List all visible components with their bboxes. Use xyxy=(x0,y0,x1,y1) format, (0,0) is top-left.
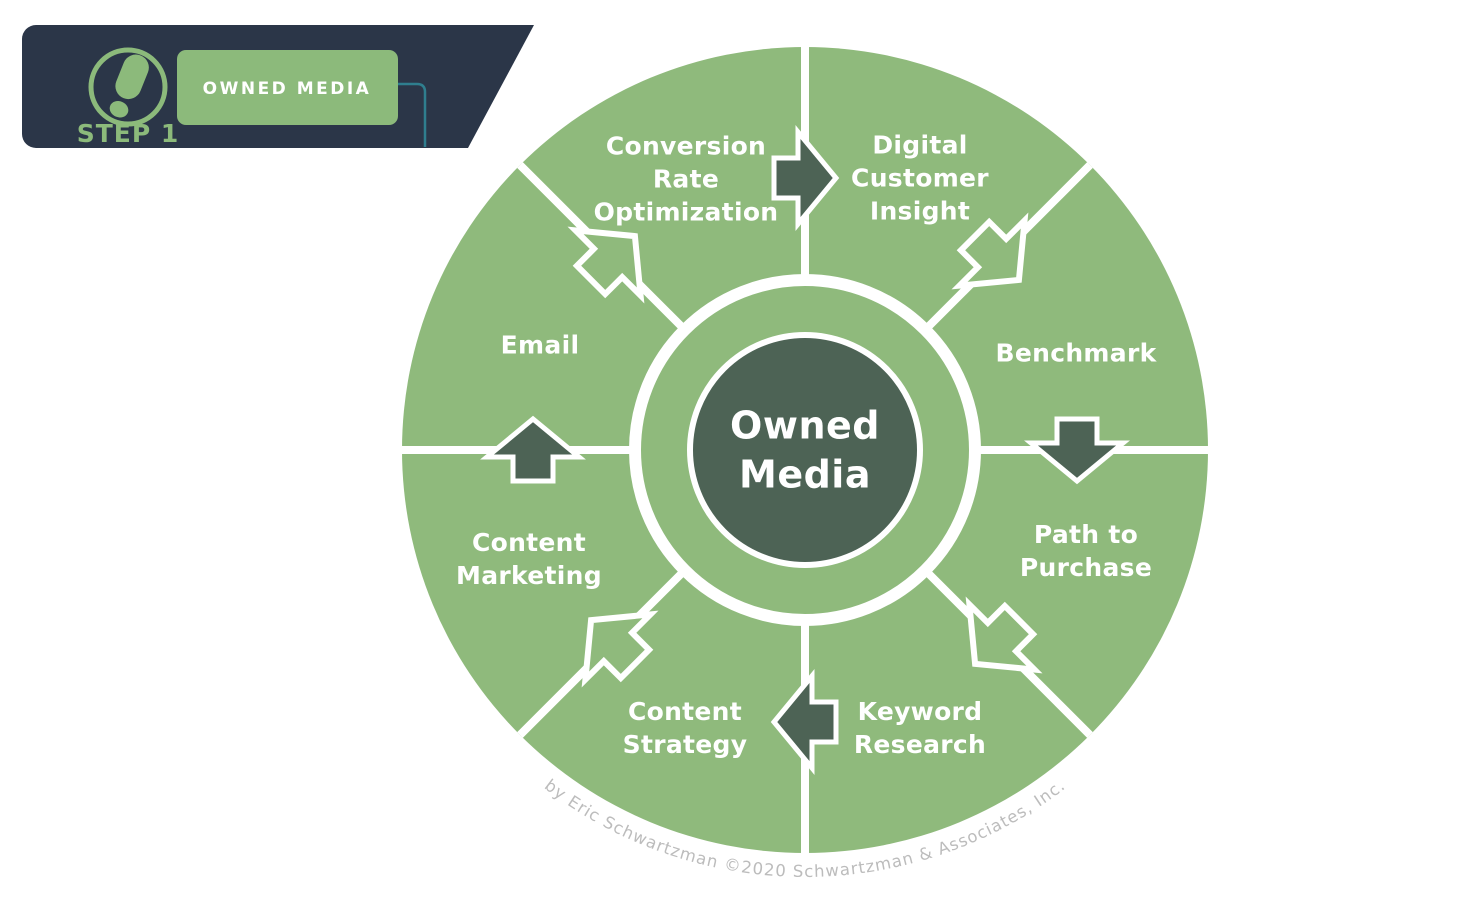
segment-label-digital-customer-insight: Digital Customer Insight xyxy=(851,130,989,226)
footprint-heel xyxy=(109,101,129,118)
footprint-sole xyxy=(115,54,149,100)
footprint-icon xyxy=(88,47,168,127)
arrow-ne-icon xyxy=(951,212,1029,290)
arrow-left-icon xyxy=(480,415,586,484)
footprint-icon-glyph xyxy=(109,54,149,118)
segment-label-keyword-research: Keyword Research xyxy=(853,697,987,759)
segment-label-content-strategy: Content Strategy xyxy=(622,697,748,759)
segment-label-email: Email xyxy=(500,330,580,360)
segment-label-path-to-purchase: Path to Purchase xyxy=(1019,520,1153,582)
arrow-nw-icon xyxy=(567,226,645,304)
connector-line xyxy=(398,82,427,147)
arrow-bottom-icon xyxy=(770,669,839,775)
segment-label-content-marketing: Content Marketing xyxy=(456,528,602,590)
core-circle xyxy=(687,332,923,568)
arrow-top-icon xyxy=(771,125,840,231)
wheel-center-label: Owned Media xyxy=(730,403,880,497)
segment-label-benchmark: Benchmark xyxy=(995,338,1157,368)
arrow-right-icon xyxy=(1024,416,1130,485)
inner-ring xyxy=(629,274,981,626)
arrow-sw-icon xyxy=(581,610,659,688)
owned-media-chip-label: OWNED MEDIA xyxy=(203,79,372,99)
owned-media-chip xyxy=(177,50,398,125)
step-banner: OWNED MEDIA STEP 1 xyxy=(22,25,534,148)
arrow-se-icon xyxy=(965,596,1043,674)
step-label: STEP 1 xyxy=(77,119,180,148)
segment-label-conversion-rate-optimization: Conversion Rate Optimization xyxy=(593,131,779,227)
flow-arrows xyxy=(480,125,1130,775)
footprint-icon-circle xyxy=(88,47,168,127)
